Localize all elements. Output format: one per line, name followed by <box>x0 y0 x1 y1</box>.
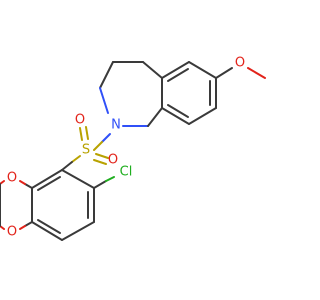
aromatic-inner-bond <box>37 219 61 234</box>
bond <box>142 61 163 79</box>
sulfonyl-group: S O O <box>61 113 118 171</box>
bond-s-o <box>95 153 109 159</box>
dioxane-ring: O O <box>0 171 33 240</box>
sulfur-label: S <box>82 143 90 158</box>
bond-s-aryl <box>61 161 73 171</box>
sulfonyl-oxygen-top-label: O <box>75 113 85 128</box>
bond <box>188 61 217 79</box>
bond <box>61 169 95 189</box>
aromatic-inner-bond <box>167 104 189 118</box>
aromatic-inner-bond <box>37 176 61 191</box>
bond <box>161 107 190 125</box>
bond-s-aryl <box>71 155 81 163</box>
dioxane-oxygen-top-label: O <box>7 171 17 186</box>
chlorine-label: Cl <box>120 165 133 180</box>
bond <box>161 61 190 79</box>
bond-s-o <box>85 126 89 140</box>
benzazepine-benzene-ring <box>161 61 217 125</box>
bond-c-cl <box>93 180 107 189</box>
bond-s-o <box>79 127 83 141</box>
molecule-svg: O N S O O Cl <box>0 56 266 241</box>
bond-n-s <box>101 133 111 143</box>
bond <box>61 221 95 241</box>
bond <box>31 169 63 189</box>
sulfonyl-oxygen-bottom-label: O <box>108 153 118 168</box>
benzodioxine-benzene-ring <box>31 169 95 241</box>
bond <box>215 67 233 79</box>
bond <box>147 107 163 127</box>
bond-n-s <box>93 141 103 151</box>
bond <box>31 221 63 241</box>
bond-c-cl <box>105 176 115 182</box>
bond <box>99 61 114 89</box>
bond-s-o <box>93 159 107 165</box>
aromatic-inner-bond <box>167 68 189 82</box>
bond-to-nitrogen <box>99 87 109 114</box>
bond <box>188 107 217 125</box>
bond-o <box>19 225 26 230</box>
bond-o <box>19 180 26 185</box>
bond-methyl <box>247 67 266 79</box>
bond <box>24 221 33 227</box>
methoxy-oxygen-label: O <box>235 56 245 71</box>
chloro-substituent: Cl <box>93 165 133 189</box>
methoxy-group: O <box>215 56 266 79</box>
bond <box>24 183 33 189</box>
azepine-ring <box>99 61 163 127</box>
dioxane-oxygen-bottom-label: O <box>7 225 17 240</box>
structure-diagram: O N S O O Cl <box>0 56 266 241</box>
nitrogen-label: N <box>111 118 121 133</box>
